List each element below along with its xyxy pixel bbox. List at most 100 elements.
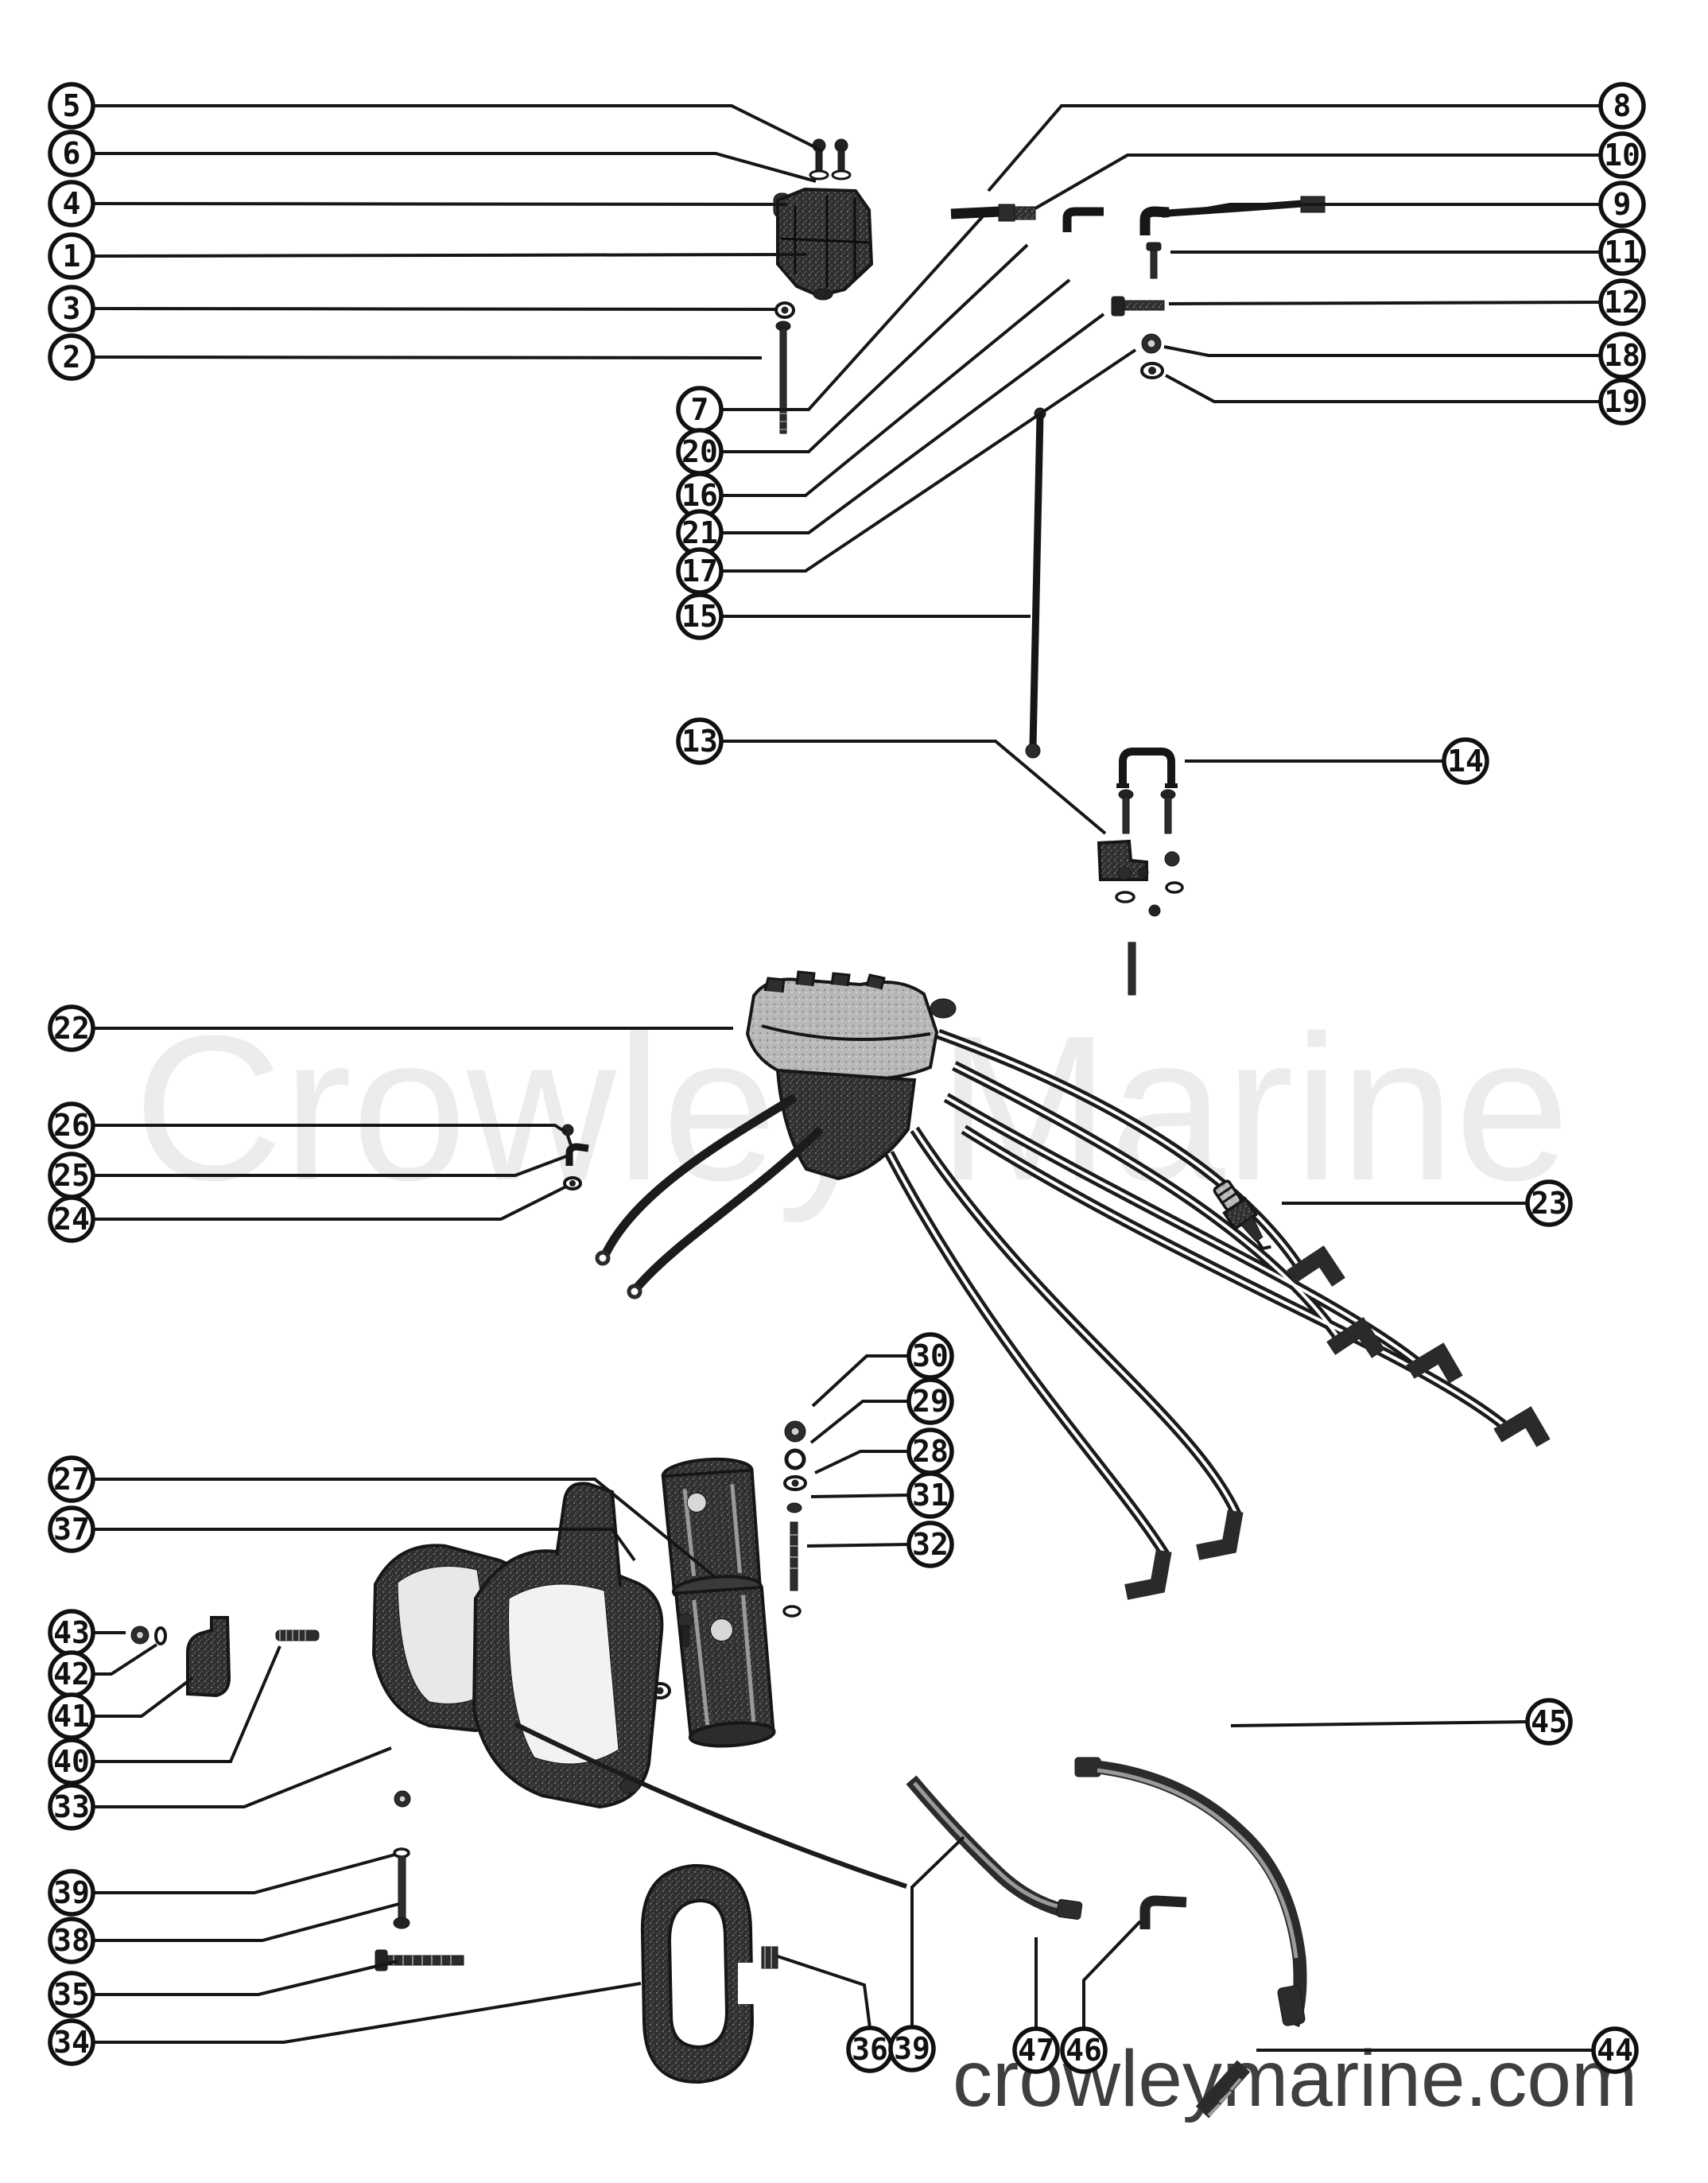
callout-number-40: 40 bbox=[53, 1744, 90, 1779]
coil-hardware-stack-icon bbox=[782, 1420, 807, 1618]
callout-number-15: 15 bbox=[681, 599, 718, 634]
callouts-layer: 5641327201621171513810911121819142226252… bbox=[48, 82, 1646, 2074]
bracket-hardware-icon bbox=[1115, 851, 1184, 996]
callout-number-6: 6 bbox=[63, 136, 81, 171]
callout-bubble-5 bbox=[48, 82, 95, 130]
callout-1: 1 bbox=[48, 232, 808, 280]
callout-leader-42 bbox=[94, 1643, 158, 1676]
callout-leader-19 bbox=[1165, 374, 1600, 403]
angle-bracket-icon bbox=[186, 1616, 231, 1698]
callout-bubble-1 bbox=[48, 232, 95, 280]
hex-nut-upper-icon bbox=[1141, 333, 1162, 354]
callout-number-22: 22 bbox=[53, 1011, 90, 1046]
callout-number-16: 16 bbox=[681, 478, 718, 513]
small-washer-icon bbox=[154, 1626, 167, 1645]
callout-number-3: 3 bbox=[63, 291, 81, 326]
callout-number-42: 42 bbox=[53, 1657, 90, 1692]
callout-number-26: 26 bbox=[53, 1108, 90, 1143]
callout-leader-12 bbox=[1168, 301, 1601, 305]
callout-leader-45 bbox=[1230, 1720, 1527, 1727]
callout-bubble-2 bbox=[48, 333, 95, 381]
callout-number-35: 35 bbox=[53, 1977, 90, 2012]
callout-number-17: 17 bbox=[681, 554, 718, 588]
callout-number-25: 25 bbox=[53, 1158, 90, 1193]
callout-number-46: 46 bbox=[1066, 2033, 1102, 2068]
callout-34: 34 bbox=[48, 1982, 642, 2066]
callout-bubble-3 bbox=[48, 285, 95, 332]
callout-number-7: 7 bbox=[691, 392, 709, 427]
callout-leader-39 bbox=[910, 1835, 965, 2027]
callout-leader-31 bbox=[810, 1494, 909, 1498]
callout-leader-10 bbox=[1034, 153, 1600, 210]
callout-leader-36 bbox=[777, 1955, 871, 2029]
callout-37: 37 bbox=[48, 1505, 636, 1562]
callout-number-19: 19 bbox=[1604, 384, 1640, 419]
wire-boots-icon bbox=[595, 1245, 1551, 1600]
fuel-line-icon bbox=[950, 204, 1104, 232]
callout-bubble-13 bbox=[676, 717, 724, 765]
callout-leader-26 bbox=[94, 1124, 568, 1134]
callout-46: 46 bbox=[1060, 1920, 1142, 2074]
callout-leader-34 bbox=[94, 1982, 642, 2044]
callout-bubble-18 bbox=[1598, 332, 1646, 379]
callout-number-11: 11 bbox=[1604, 235, 1640, 270]
callout-41: 41 bbox=[48, 1676, 194, 1740]
callout-number-36: 36 bbox=[852, 2032, 888, 2067]
callout-leader-38 bbox=[94, 1902, 400, 1942]
callout-leader-46 bbox=[1082, 1920, 1142, 2029]
callout-bubble-46 bbox=[1060, 2026, 1108, 2074]
callout-20: 20 bbox=[676, 243, 1029, 476]
wire-clamp-icon bbox=[565, 1143, 589, 1166]
callout-bubble-37 bbox=[48, 1505, 95, 1553]
callout-leader-9 bbox=[1162, 203, 1600, 218]
mount-washer-icon bbox=[774, 301, 795, 319]
callout-7: 7 bbox=[676, 207, 992, 433]
callout-leader-17 bbox=[722, 348, 1137, 573]
callout-10: 10 bbox=[1034, 131, 1646, 210]
callout-bubble-29 bbox=[906, 1377, 954, 1425]
engine-mount-bracket-icon bbox=[776, 187, 874, 301]
hose-end-fitting-icon bbox=[1195, 2060, 1251, 2119]
callout-17: 17 bbox=[676, 348, 1137, 595]
callout-8: 8 bbox=[987, 82, 1646, 192]
u-clamp-icon bbox=[1116, 748, 1178, 788]
hose-elbow-fitting-icon bbox=[1139, 1895, 1187, 1929]
terminal-washer-icon bbox=[563, 1176, 582, 1191]
callout-43: 43 bbox=[48, 1609, 126, 1657]
callout-leader-33 bbox=[94, 1746, 392, 1808]
callout-leader-8 bbox=[987, 104, 1600, 192]
stud-icon bbox=[275, 1629, 320, 1641]
callout-leader-5 bbox=[94, 104, 824, 153]
callout-leader-24 bbox=[94, 1185, 567, 1221]
callout-bubble-35 bbox=[48, 1971, 95, 2018]
callout-leader-20 bbox=[722, 243, 1029, 453]
callout-33: 33 bbox=[48, 1746, 392, 1831]
inner-hose-icon bbox=[906, 1775, 1083, 1920]
callout-bubble-15 bbox=[676, 592, 724, 640]
callout-32: 32 bbox=[806, 1521, 954, 1568]
callout-leader-30 bbox=[811, 1354, 908, 1408]
callout-bubble-34 bbox=[48, 2018, 95, 2066]
callout-21: 21 bbox=[676, 313, 1105, 557]
callout-number-33: 33 bbox=[53, 1789, 90, 1824]
mount-bolt-right-icon bbox=[831, 138, 852, 181]
callout-bubble-32 bbox=[906, 1521, 954, 1568]
callout-number-39: 39 bbox=[53, 1875, 90, 1910]
clamp-arm-screw-icon bbox=[1111, 296, 1165, 317]
callout-bubble-30 bbox=[906, 1332, 954, 1380]
callout-15: 15 bbox=[676, 592, 1031, 640]
callout-bubble-31 bbox=[906, 1471, 954, 1519]
callout-19: 19 bbox=[1165, 374, 1646, 425]
callout-number-38: 38 bbox=[53, 1923, 90, 1958]
callout-bubble-27 bbox=[48, 1455, 95, 1503]
callout-14: 14 bbox=[1185, 737, 1489, 785]
callout-leader-32 bbox=[806, 1543, 909, 1548]
callout-2: 2 bbox=[48, 333, 763, 381]
callout-31: 31 bbox=[810, 1471, 954, 1519]
callout-9: 9 bbox=[1162, 181, 1646, 228]
callout-number-21: 21 bbox=[681, 515, 718, 550]
callout-bubble-11 bbox=[1598, 228, 1646, 276]
callout-bubble-26 bbox=[48, 1101, 95, 1149]
callout-bubble-38 bbox=[48, 1917, 95, 1964]
